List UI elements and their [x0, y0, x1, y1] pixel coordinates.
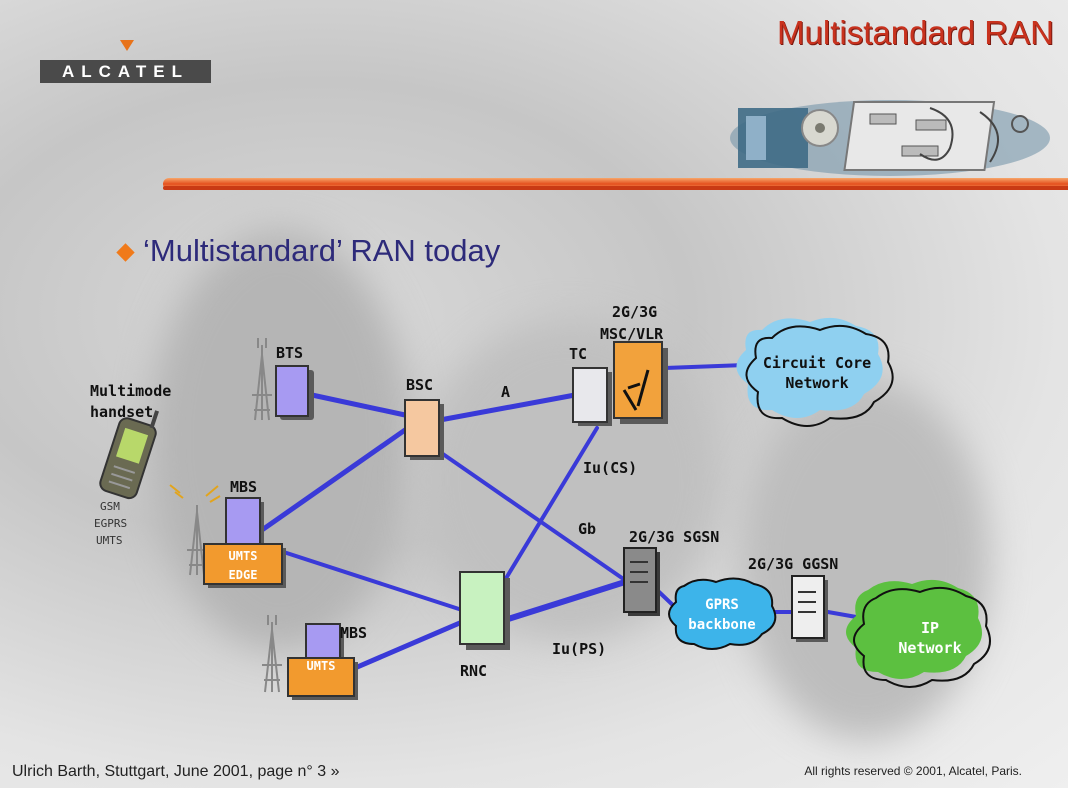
- mbs-bottom-label: MBS: [340, 624, 368, 642]
- iu-cs-label: Iu(CS): [583, 459, 638, 477]
- mbs-bottom-node: [287, 623, 358, 700]
- header-illustration: [730, 100, 1050, 176]
- tc-node: [572, 367, 612, 426]
- handset-label-line1: Multimode: [90, 382, 172, 400]
- link-mbs-bsc: [259, 427, 408, 533]
- mbs-top-box-line1: UMTS: [228, 549, 258, 563]
- ggsn-server-icon: [791, 575, 828, 642]
- link-bsc-tc: [437, 392, 578, 423]
- msc-node: [613, 341, 668, 424]
- ip-line2: Network: [898, 639, 962, 657]
- slide-heading: ‘Multistandard’ RAN today: [143, 233, 501, 268]
- standard-gsm: GSM: [100, 500, 120, 513]
- bsc-node: [404, 399, 444, 460]
- ip-network-cloud: [846, 579, 991, 688]
- circuit-core-cloud: [736, 317, 894, 427]
- iu-ps-label: Iu(PS): [552, 640, 607, 658]
- standard-egprs: EGPRS: [94, 517, 128, 530]
- logo-triangle-icon: [120, 40, 134, 51]
- footer-copyright: All rights reserved © 2001, Alcatel, Par…: [804, 764, 1022, 778]
- network-links: [259, 363, 864, 671]
- rnc-label: RNC: [460, 662, 488, 680]
- sgsn-label: 2G/3G SGSN: [629, 528, 720, 546]
- gb-label: Gb: [578, 520, 597, 538]
- ggsn-label: 2G/3G GGSN: [748, 555, 839, 573]
- footer-author: Ulrich Barth, Stuttgart, June 2001, page…: [12, 763, 340, 780]
- link-rnc-sgsn: [502, 579, 628, 623]
- page-title: Multistandard RAN: [777, 14, 1054, 51]
- link-bts-bsc: [309, 392, 408, 418]
- link-msc-circuit: [663, 363, 747, 370]
- antenna-icon: [187, 505, 207, 576]
- link-rnc-tc: [503, 426, 599, 582]
- alcatel-logo: ALCATEL: [40, 60, 211, 83]
- bts-node: [275, 365, 314, 420]
- gprs-line2: backbone: [688, 617, 756, 633]
- gprs-line1: GPRS: [705, 597, 739, 613]
- mbs-bottom-box-label: UMTS: [306, 659, 336, 673]
- gprs-backbone-cloud: [668, 577, 777, 650]
- mbs-top-node: [203, 497, 286, 588]
- rnc-node: [459, 571, 510, 650]
- gprs-cloud-label: GPRS backbone: [672, 595, 772, 635]
- bts-label: BTS: [276, 344, 304, 362]
- msc-label-line1: 2G/3G: [612, 303, 658, 321]
- circuit-core-cloud-label: Circuit Core Network: [752, 353, 882, 393]
- link-mbs-rnc: [260, 543, 464, 612]
- circuit-core-line1: Circuit Core: [762, 354, 872, 372]
- circuit-core-line2: Network: [785, 374, 849, 392]
- antenna-icon: [262, 615, 282, 693]
- antenna-icon: [252, 338, 272, 421]
- mobile-handset-icon: [99, 410, 159, 500]
- link-mbs2-rnc: [352, 619, 465, 671]
- header-stripe-shadow: [163, 186, 1068, 190]
- ip-cloud-label: IP Network: [874, 618, 986, 658]
- link-bsc-sgsn: [438, 450, 624, 580]
- mbs-top-label: MBS: [230, 478, 258, 496]
- mbs-top-box-line2: EDGE: [228, 568, 258, 582]
- standard-umts: UMTS: [96, 534, 123, 547]
- handset-label-line2: handset: [90, 403, 154, 421]
- msc-label-line2: MSC/VLR: [600, 325, 664, 343]
- bsc-label: BSC: [406, 376, 434, 394]
- interface-a-label: A: [501, 383, 511, 401]
- ip-line1: IP: [920, 619, 940, 637]
- signal-waves-icon: [169, 484, 221, 503]
- tc-label: TC: [569, 345, 588, 363]
- sgsn-server-icon: [623, 547, 660, 616]
